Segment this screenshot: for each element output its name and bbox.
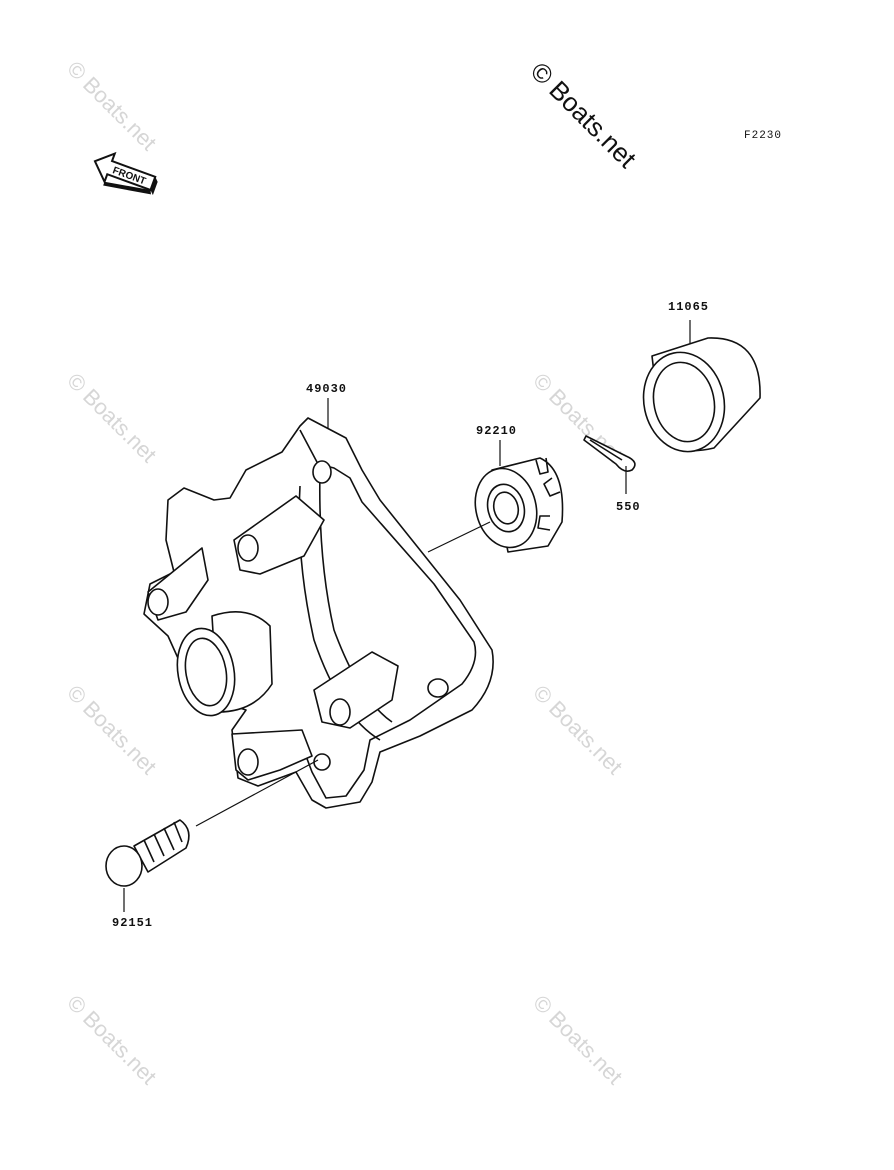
part-number-label[interactable]: 92151 bbox=[112, 916, 154, 930]
part-92210-nut bbox=[474, 457, 564, 553]
part-550-cotter-pin bbox=[583, 435, 636, 472]
part-number-label[interactable]: 11065 bbox=[668, 300, 710, 314]
front-arrow-icon: FRONT bbox=[93, 151, 158, 196]
figure-code: F2230 bbox=[744, 130, 783, 142]
part-number-label[interactable]: 92210 bbox=[476, 424, 518, 438]
part-49030-hub bbox=[143, 417, 494, 809]
part-number-label[interactable]: 49030 bbox=[306, 382, 348, 396]
part-11065-collar bbox=[642, 337, 761, 453]
part-92151-stud bbox=[105, 819, 190, 887]
part-number-label[interactable]: 550 bbox=[616, 500, 641, 514]
